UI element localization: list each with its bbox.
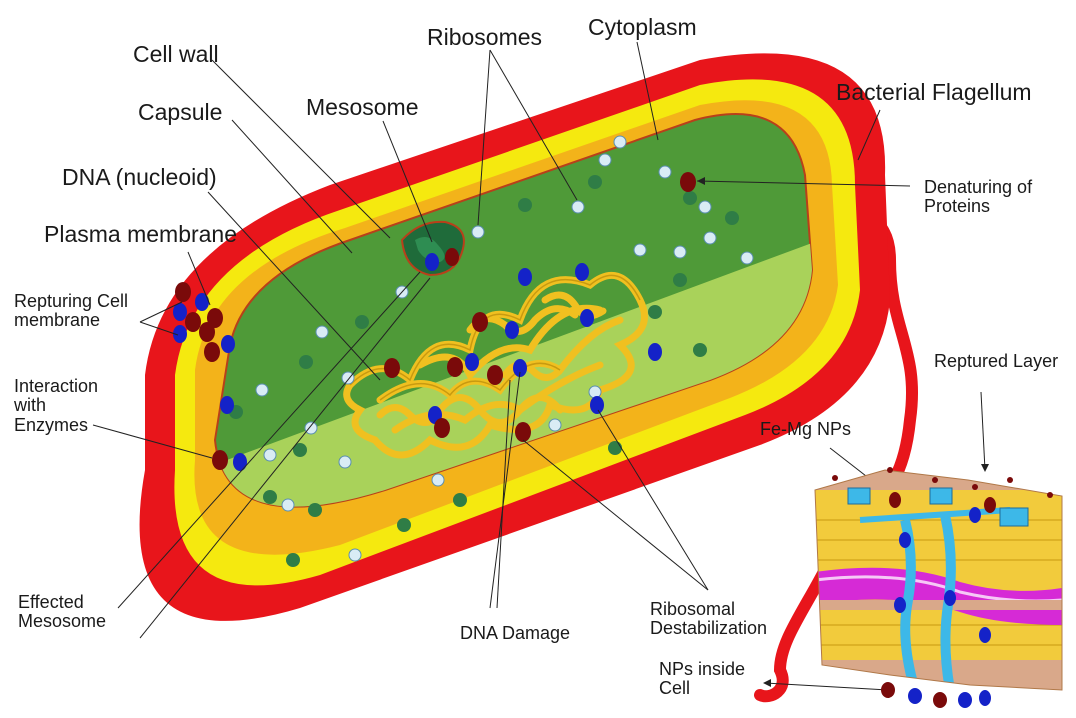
label-repturing-cell-membrane: Repturing Cell membrane [14, 292, 128, 331]
reptured-membrane-block [815, 467, 1062, 708]
label-dna-nucleoid: DNA (nucleoid) [62, 165, 217, 190]
label-effected-mesosome: Effected Mesosome [18, 593, 106, 632]
label-plasma-membrane: Plasma membrane [44, 222, 237, 247]
label-nps-inside-cell: NPs inside Cell [659, 660, 745, 699]
label-ribosomal-destabilization: Ribosomal Destabilization [650, 600, 767, 639]
label-interaction-with-enzymes: Interaction with Enzymes [14, 377, 98, 435]
label-cytoplasm: Cytoplasm [588, 15, 697, 40]
label-ribosomes: Ribosomes [427, 25, 542, 50]
label-bacterial-flagellum: Bacterial Flagellum [836, 80, 1032, 105]
label-reptured-layer: Reptured Layer [934, 352, 1058, 371]
label-capsule: Capsule [138, 100, 222, 125]
label-dna-damage: DNA Damage [460, 624, 570, 643]
label-fe-mg-nps: Fe-Mg NPs [760, 420, 851, 439]
label-denaturing-of-proteins: Denaturing of Proteins [924, 178, 1032, 217]
label-cell-wall: Cell wall [133, 42, 219, 67]
label-mesosome: Mesosome [306, 95, 418, 120]
